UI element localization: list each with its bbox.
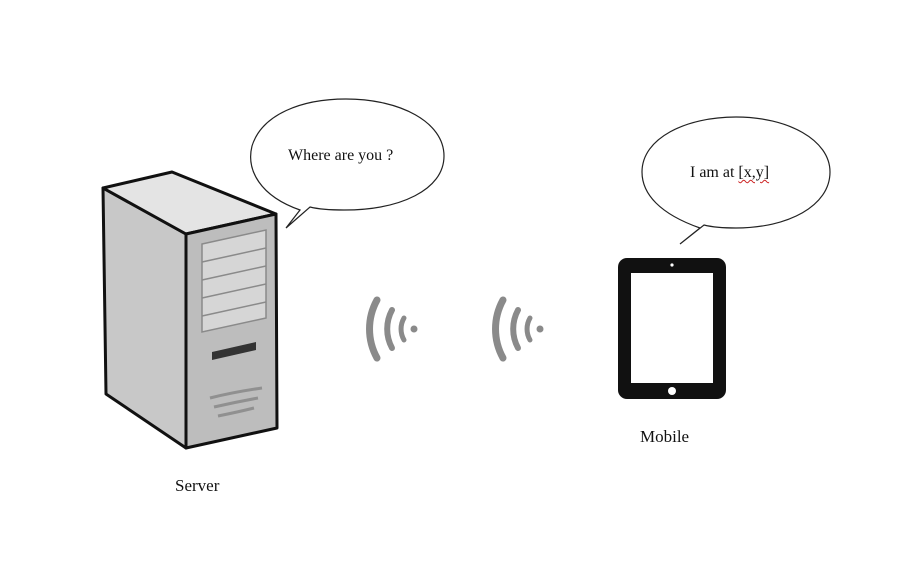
tablet-icon (618, 258, 726, 399)
mobile-speech-coordinates: [x,y] (738, 164, 770, 181)
mobile-speech-prefix: I am at (690, 164, 739, 181)
server-label: Server (175, 476, 220, 495)
server-speech-bubble (250, 98, 445, 229)
mobile-speech-text: I am at [x,y] (690, 164, 769, 182)
mobile-label: Mobile (640, 427, 690, 446)
wifi-signal-icon (366, 296, 418, 362)
mobile-speech-bubble (641, 116, 831, 245)
server-tower-icon (101, 170, 279, 450)
wifi-signal-icon (492, 296, 544, 362)
server-speech-text: Where are you ? (288, 147, 394, 164)
